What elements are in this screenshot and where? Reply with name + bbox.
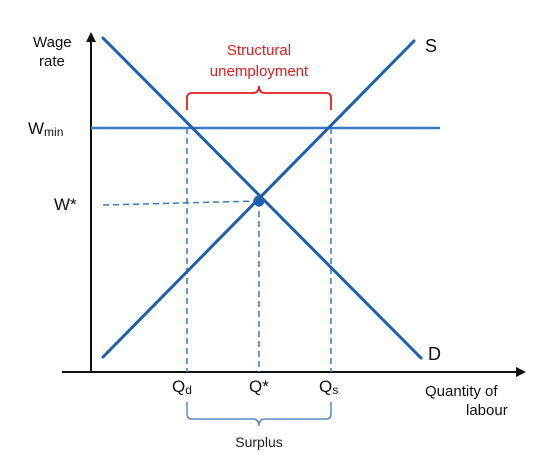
structural-unemployment-brace xyxy=(186,85,332,110)
y-axis-label-line1: Wage xyxy=(33,34,72,51)
structural-unemployment-label-line1: Structural xyxy=(227,42,291,59)
y-axis-label-line2: rate xyxy=(39,53,65,70)
wstar-label: W* xyxy=(54,195,77,214)
x-axis-label-line2: labour xyxy=(466,402,508,419)
qd-label: Qd xyxy=(172,377,192,397)
supply-label: S xyxy=(425,36,437,56)
surplus-label: Surplus xyxy=(235,434,282,450)
structural-unemployment-label-line2: unemployment xyxy=(210,63,309,80)
demand-label: D xyxy=(428,344,441,364)
qs-label: Qs xyxy=(319,377,338,397)
wmin-label: Wmin xyxy=(28,119,63,139)
surplus-brace xyxy=(186,402,332,427)
x-axis-label-line1: Quantity of xyxy=(425,383,498,400)
equilibrium-point xyxy=(253,195,265,207)
wstar-dashed-line xyxy=(102,200,260,206)
qstar-label: Q* xyxy=(249,377,269,396)
